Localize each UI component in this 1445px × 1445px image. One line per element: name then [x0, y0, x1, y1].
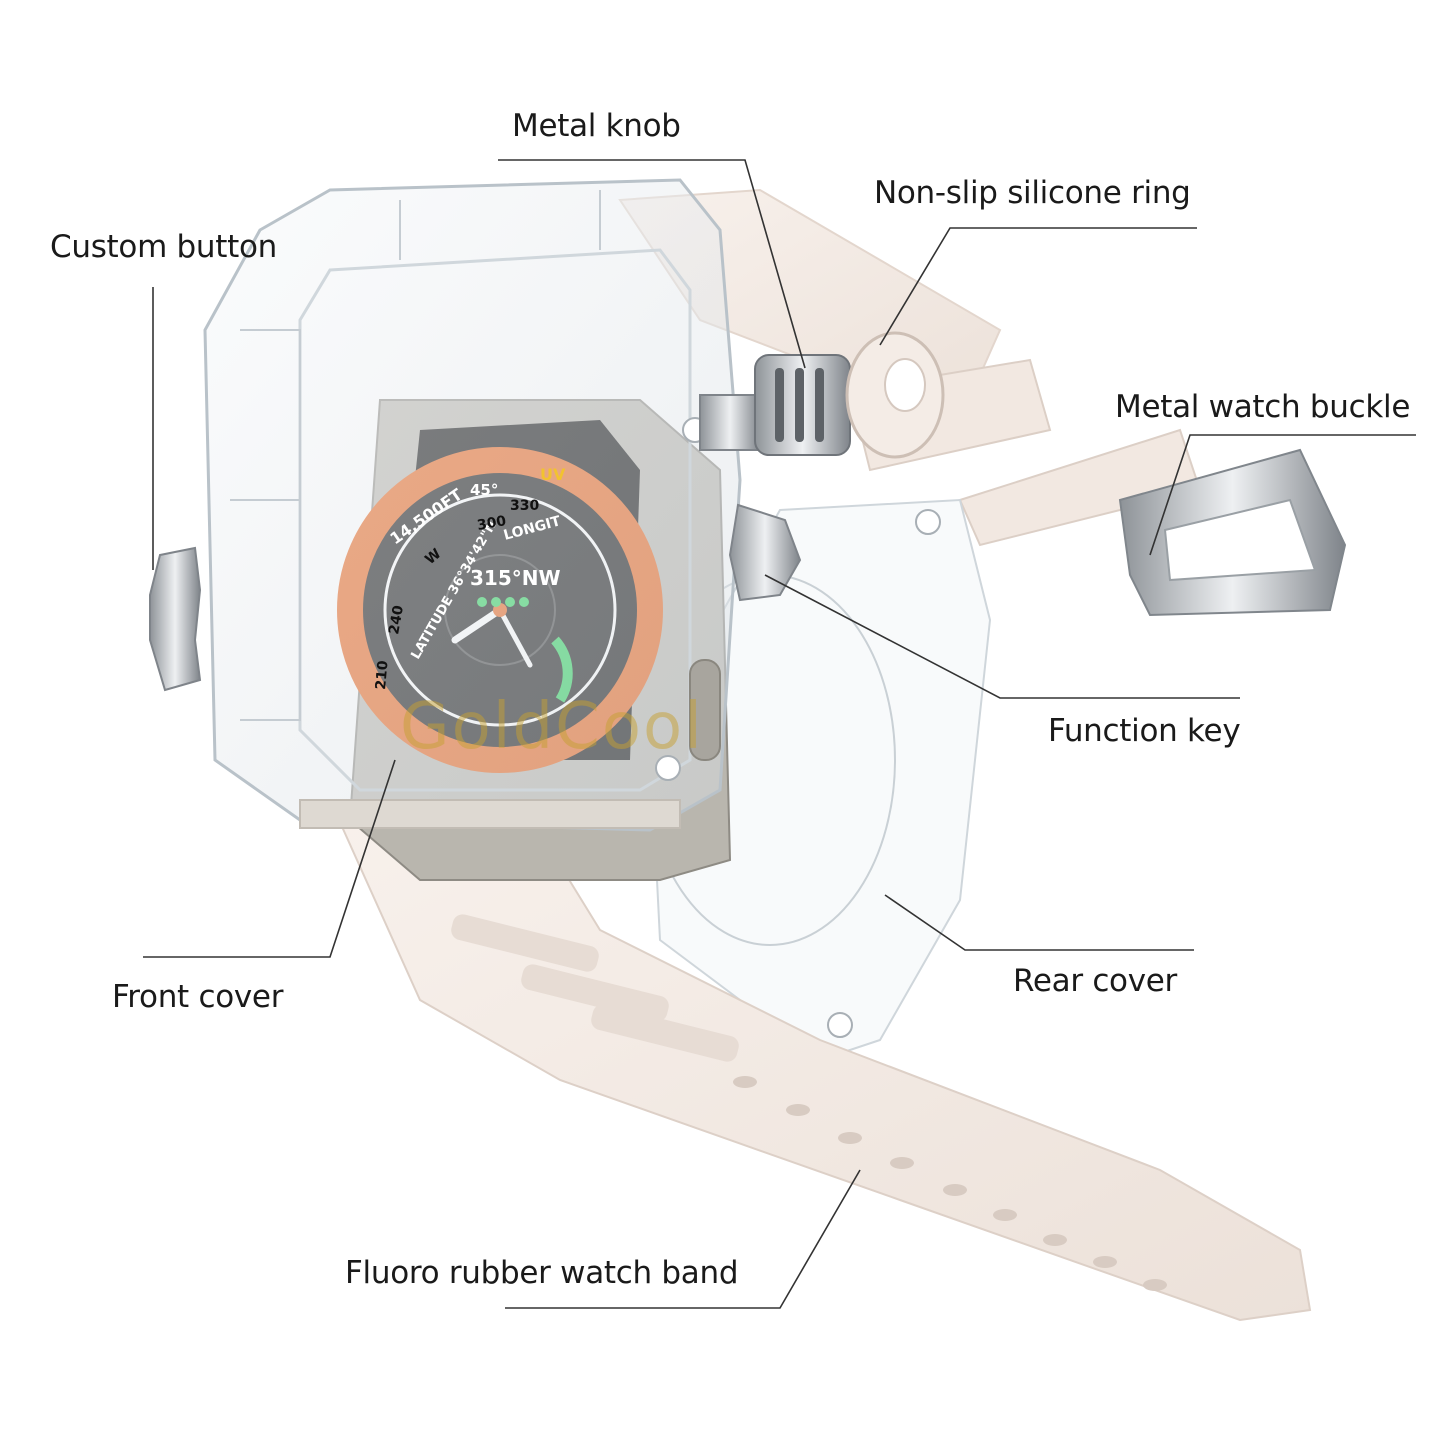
knob-stem [699, 394, 761, 451]
dial-heading: 315°NW [470, 566, 561, 590]
side-button [689, 659, 721, 761]
label-rear-cover: Rear cover [1013, 963, 1177, 999]
lower-band [328, 799, 1312, 1322]
dial-number: 240 [386, 604, 407, 636]
label-front-cover: Front cover [112, 979, 284, 1015]
label-metal-buckle: Metal watch buckle [1115, 389, 1411, 425]
case-facets [230, 190, 601, 721]
rear-screw-bottom [827, 1012, 853, 1038]
rear-screw-top [915, 509, 941, 535]
band-holes [733, 1076, 1167, 1291]
case-lug-bar [299, 799, 681, 829]
dial-number: 210 [373, 660, 392, 691]
dial-number: 330 [510, 498, 539, 514]
knob-grip [775, 368, 824, 442]
dial-number: 300 [476, 513, 508, 534]
label-watch-band: Fluoro rubber watch band [345, 1255, 739, 1291]
watermark-logo: GoldCool [400, 690, 704, 764]
label-metal-knob: Metal knob [512, 108, 681, 144]
custom-button-part [149, 546, 202, 692]
dial-angle: 45° [470, 481, 498, 499]
leader-lines [143, 159, 1416, 1309]
case-screw-bottom [655, 755, 681, 781]
label-custom-button: Custom button [50, 229, 277, 265]
label-function-key: Function key [1048, 713, 1241, 749]
function-key-part [728, 503, 802, 602]
band-vents [451, 914, 739, 1062]
silicone-ring-hole [884, 358, 926, 412]
buckle-opening [1163, 498, 1317, 582]
front-cover-case [203, 178, 742, 832]
label-non-slip-ring: Non-slip silicone ring [874, 175, 1191, 211]
dial-uv: UV [540, 465, 566, 484]
